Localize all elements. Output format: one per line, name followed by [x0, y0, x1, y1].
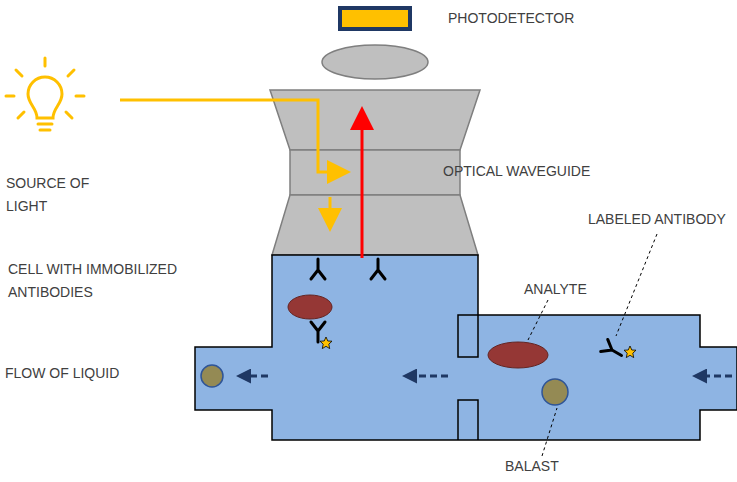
labeled-antibody: [311, 322, 325, 342]
light-bulb: [6, 58, 84, 130]
label: FLOW OF LIQUID: [5, 362, 155, 385]
label: OPTICAL WAVEGUIDE: [443, 160, 643, 183]
antibody: [371, 259, 385, 279]
analyte: [488, 342, 548, 368]
label: ANALYTE: [524, 278, 624, 301]
cell-neck: [460, 358, 480, 399]
fluorescence-beam: [361, 112, 364, 258]
light-beam: [120, 100, 345, 172]
labeled-antibody: [601, 339, 625, 361]
label: CELL WITH IMMOBILIZED ANTIBODIES: [8, 258, 198, 304]
label: SOURCE OF LIGHT: [6, 172, 106, 218]
flow-arrow: [242, 375, 732, 378]
photodetector: [340, 8, 410, 29]
leader-line: [528, 234, 657, 456]
fluorescent-label: [624, 346, 636, 358]
ballast-particle: [201, 365, 223, 387]
label: PHOTODETECTOR: [448, 7, 648, 30]
label: LABELED ANTIBODY: [588, 208, 733, 231]
lens: [322, 45, 428, 79]
antibody: [311, 259, 325, 279]
label: BALAST: [505, 455, 605, 478]
flow-cell: [195, 255, 737, 440]
analyte: [288, 295, 332, 319]
light-beam: [329, 197, 332, 226]
fluorescent-label: [320, 337, 332, 349]
ballast-particle: [542, 379, 568, 405]
